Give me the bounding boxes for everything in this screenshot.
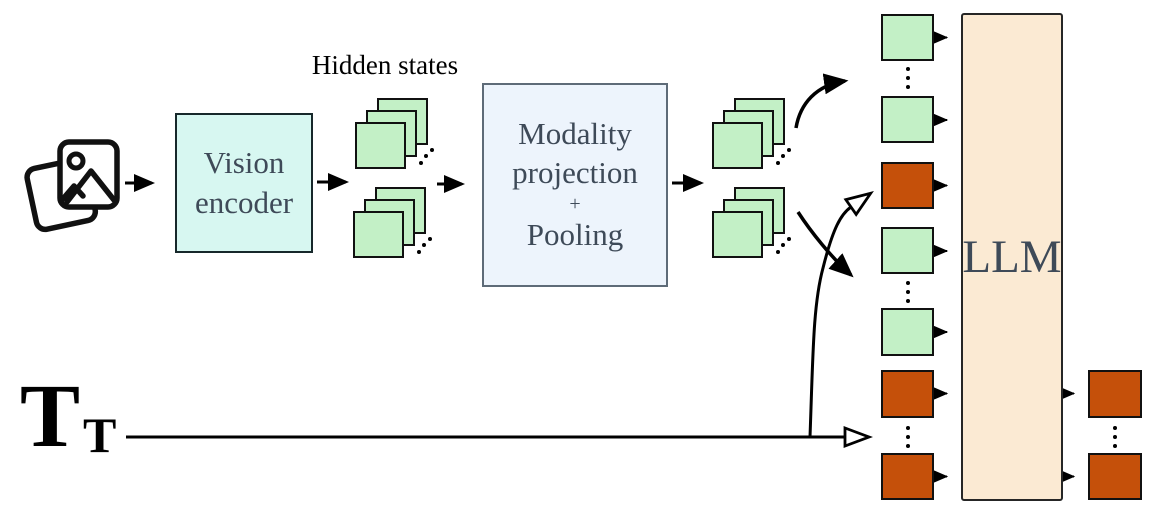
diagonal-ellipsis: [415, 236, 433, 255]
hidden-state-square: [355, 122, 406, 169]
ellipsis-dots: [881, 66, 934, 90]
text-token-square: [881, 453, 934, 500]
text-input-symbol: TT: [20, 372, 116, 462]
vision-encoder-label-line1: Vision: [203, 145, 285, 181]
vision-encoder-box: Vision encoder: [175, 113, 313, 253]
image-token-square: [881, 14, 934, 61]
text-token-square: [881, 162, 934, 209]
text-input-symbol-subscript: T: [83, 407, 117, 463]
pooled-state-stack: [712, 187, 794, 259]
ellipsis-dots: [1088, 425, 1142, 449]
stacked-photos-icon: [24, 139, 120, 233]
branch-text-input-to-text-token: [808, 207, 851, 438]
llm-label: LLM: [962, 231, 1062, 283]
text-token-square: [1088, 370, 1142, 418]
curve-top-stack-to-token-column: [794, 73, 849, 129]
diagonal-ellipsis: [774, 236, 792, 255]
text-input-symbol-main: T: [20, 367, 81, 466]
hidden-state-square: [353, 211, 404, 258]
hidden-state-stack: [353, 187, 435, 259]
pooled-state-square: [712, 122, 763, 169]
ellipsis-dots: [881, 425, 934, 449]
text-token-square: [881, 370, 934, 418]
text-token-square: [1088, 453, 1142, 500]
modality-label-line1: Modality: [518, 116, 632, 152]
diagonal-ellipsis: [417, 147, 435, 166]
image-token-square: [881, 308, 934, 356]
ellipsis-dots: [881, 280, 934, 304]
diagonal-ellipsis: [774, 147, 792, 166]
pooled-state-square: [712, 211, 763, 258]
hidden-state-stack: [355, 98, 437, 170]
llm-box: LLM: [961, 13, 1063, 501]
vision-encoder-label-line2: encoder: [194, 185, 294, 220]
modality-label-line3: Pooling: [526, 217, 624, 253]
hidden-states-label: Hidden states: [311, 50, 459, 80]
modality-label-plus: +: [569, 193, 581, 216]
image-token-square: [881, 96, 934, 143]
modality-label-line2: projection: [512, 154, 638, 190]
curve-bottom-stack-to-token-column: [796, 211, 854, 278]
pooled-state-stack: [712, 98, 794, 170]
modality-projection-box: Modality projection + Pooling: [482, 83, 668, 287]
image-token-square: [881, 227, 934, 274]
